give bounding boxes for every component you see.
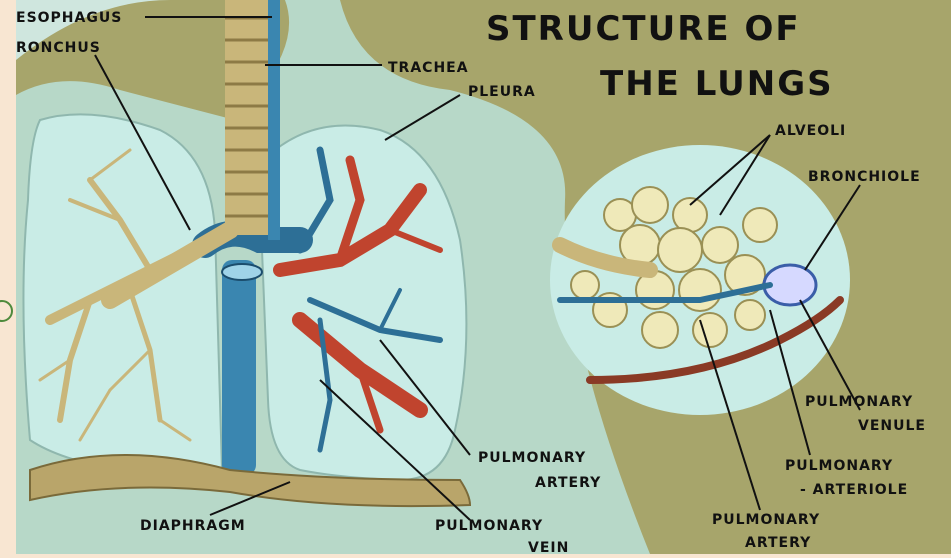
label-pleura: PLEURA <box>468 84 536 100</box>
label-pulmonary-arteriole-1: PULMONARY <box>785 458 893 474</box>
title-line-1: STRUCTURE OF <box>486 9 801 49</box>
label-pulmonary-venule-1: PULMONARY <box>805 394 913 410</box>
label-esophagus: ESOPHAGUS <box>16 10 122 26</box>
label-pulmonary-artery-1: PULMONARY <box>478 450 586 466</box>
label-alveoli: ALVEOLI <box>775 123 846 139</box>
label-diaphragm: DIAPHRAGM <box>140 518 246 534</box>
label-pulmonary-venule-2: VENULE <box>858 418 926 434</box>
vessel-cut-section <box>222 264 262 280</box>
label-bronchiole: BRONCHIOLE <box>808 169 921 185</box>
label-pulmonary-arteriole-2: - ARTERIOLE <box>800 482 908 498</box>
label-pulmonary-artery-right-1: PULMONARY <box>712 512 820 528</box>
label-pulmonary-vein-2: VEIN <box>528 540 569 554</box>
label-pulmonary-artery-2: ARTERY <box>535 475 601 491</box>
trachea <box>225 0 280 240</box>
label-bronchus: RONCHUS <box>16 40 101 56</box>
aorta <box>222 260 256 475</box>
label-trachea: TRACHEA <box>388 60 469 76</box>
title-line-2: THE LUNGS <box>600 64 834 104</box>
label-pulmonary-vein-1: PULMONARY <box>435 518 543 534</box>
left-lung <box>262 126 466 481</box>
label-pulmonary-artery-right-2: ARTERY <box>745 535 811 551</box>
